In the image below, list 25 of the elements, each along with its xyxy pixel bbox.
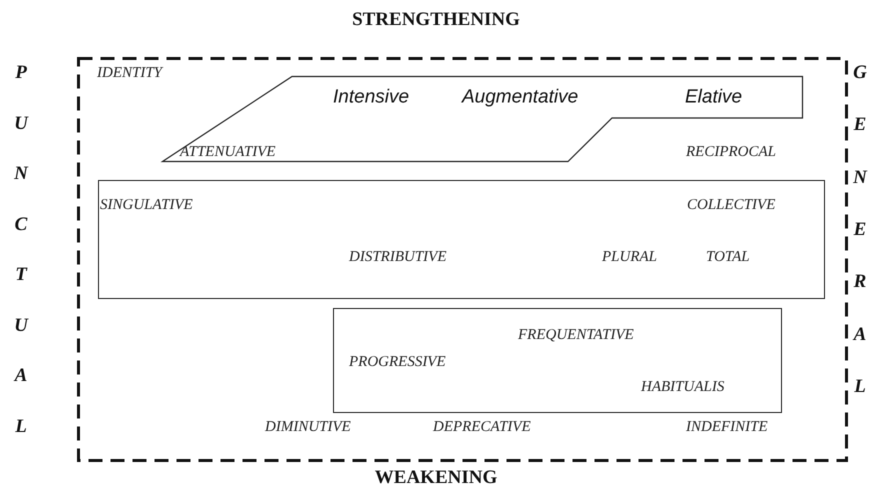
term-label: Augmentative: [462, 88, 578, 108]
term-label: DEPRECATIVE: [433, 418, 531, 436]
dashed-frame: [77, 57, 848, 462]
term-label: COLLECTIVE: [687, 196, 776, 214]
axis-label: STRENGTHENING: [352, 9, 520, 31]
term-label: RECIPROCAL: [686, 144, 776, 160]
term-label: PROGRESSIVE: [349, 354, 446, 370]
vertical-label: GENERAL: [852, 62, 868, 398]
term-label: Intensive: [333, 88, 410, 108]
category-box: [98, 180, 825, 299]
term-label: Elative: [685, 88, 742, 108]
term-label: HABITUALIS: [641, 378, 724, 396]
parallelogram-region: [162, 76, 803, 162]
term-label: FREQUENTATIVE: [518, 326, 634, 344]
term-label: ATTENUATIVE: [180, 144, 276, 160]
vertical-label: PUNCTUAL: [12, 62, 30, 438]
term-label: INDEFINITE: [686, 418, 768, 436]
term-label: SINGULATIVE: [100, 196, 193, 214]
term-label: DIMINUTIVE: [265, 418, 351, 436]
term-label: TOTAL: [706, 248, 750, 266]
term-label: IDENTITY: [97, 64, 162, 82]
term-label: DISTRIBUTIVE: [349, 248, 446, 266]
category-box: [333, 308, 782, 413]
term-label: PLURAL: [602, 248, 658, 266]
axis-label: WEAKENING: [374, 467, 498, 489]
